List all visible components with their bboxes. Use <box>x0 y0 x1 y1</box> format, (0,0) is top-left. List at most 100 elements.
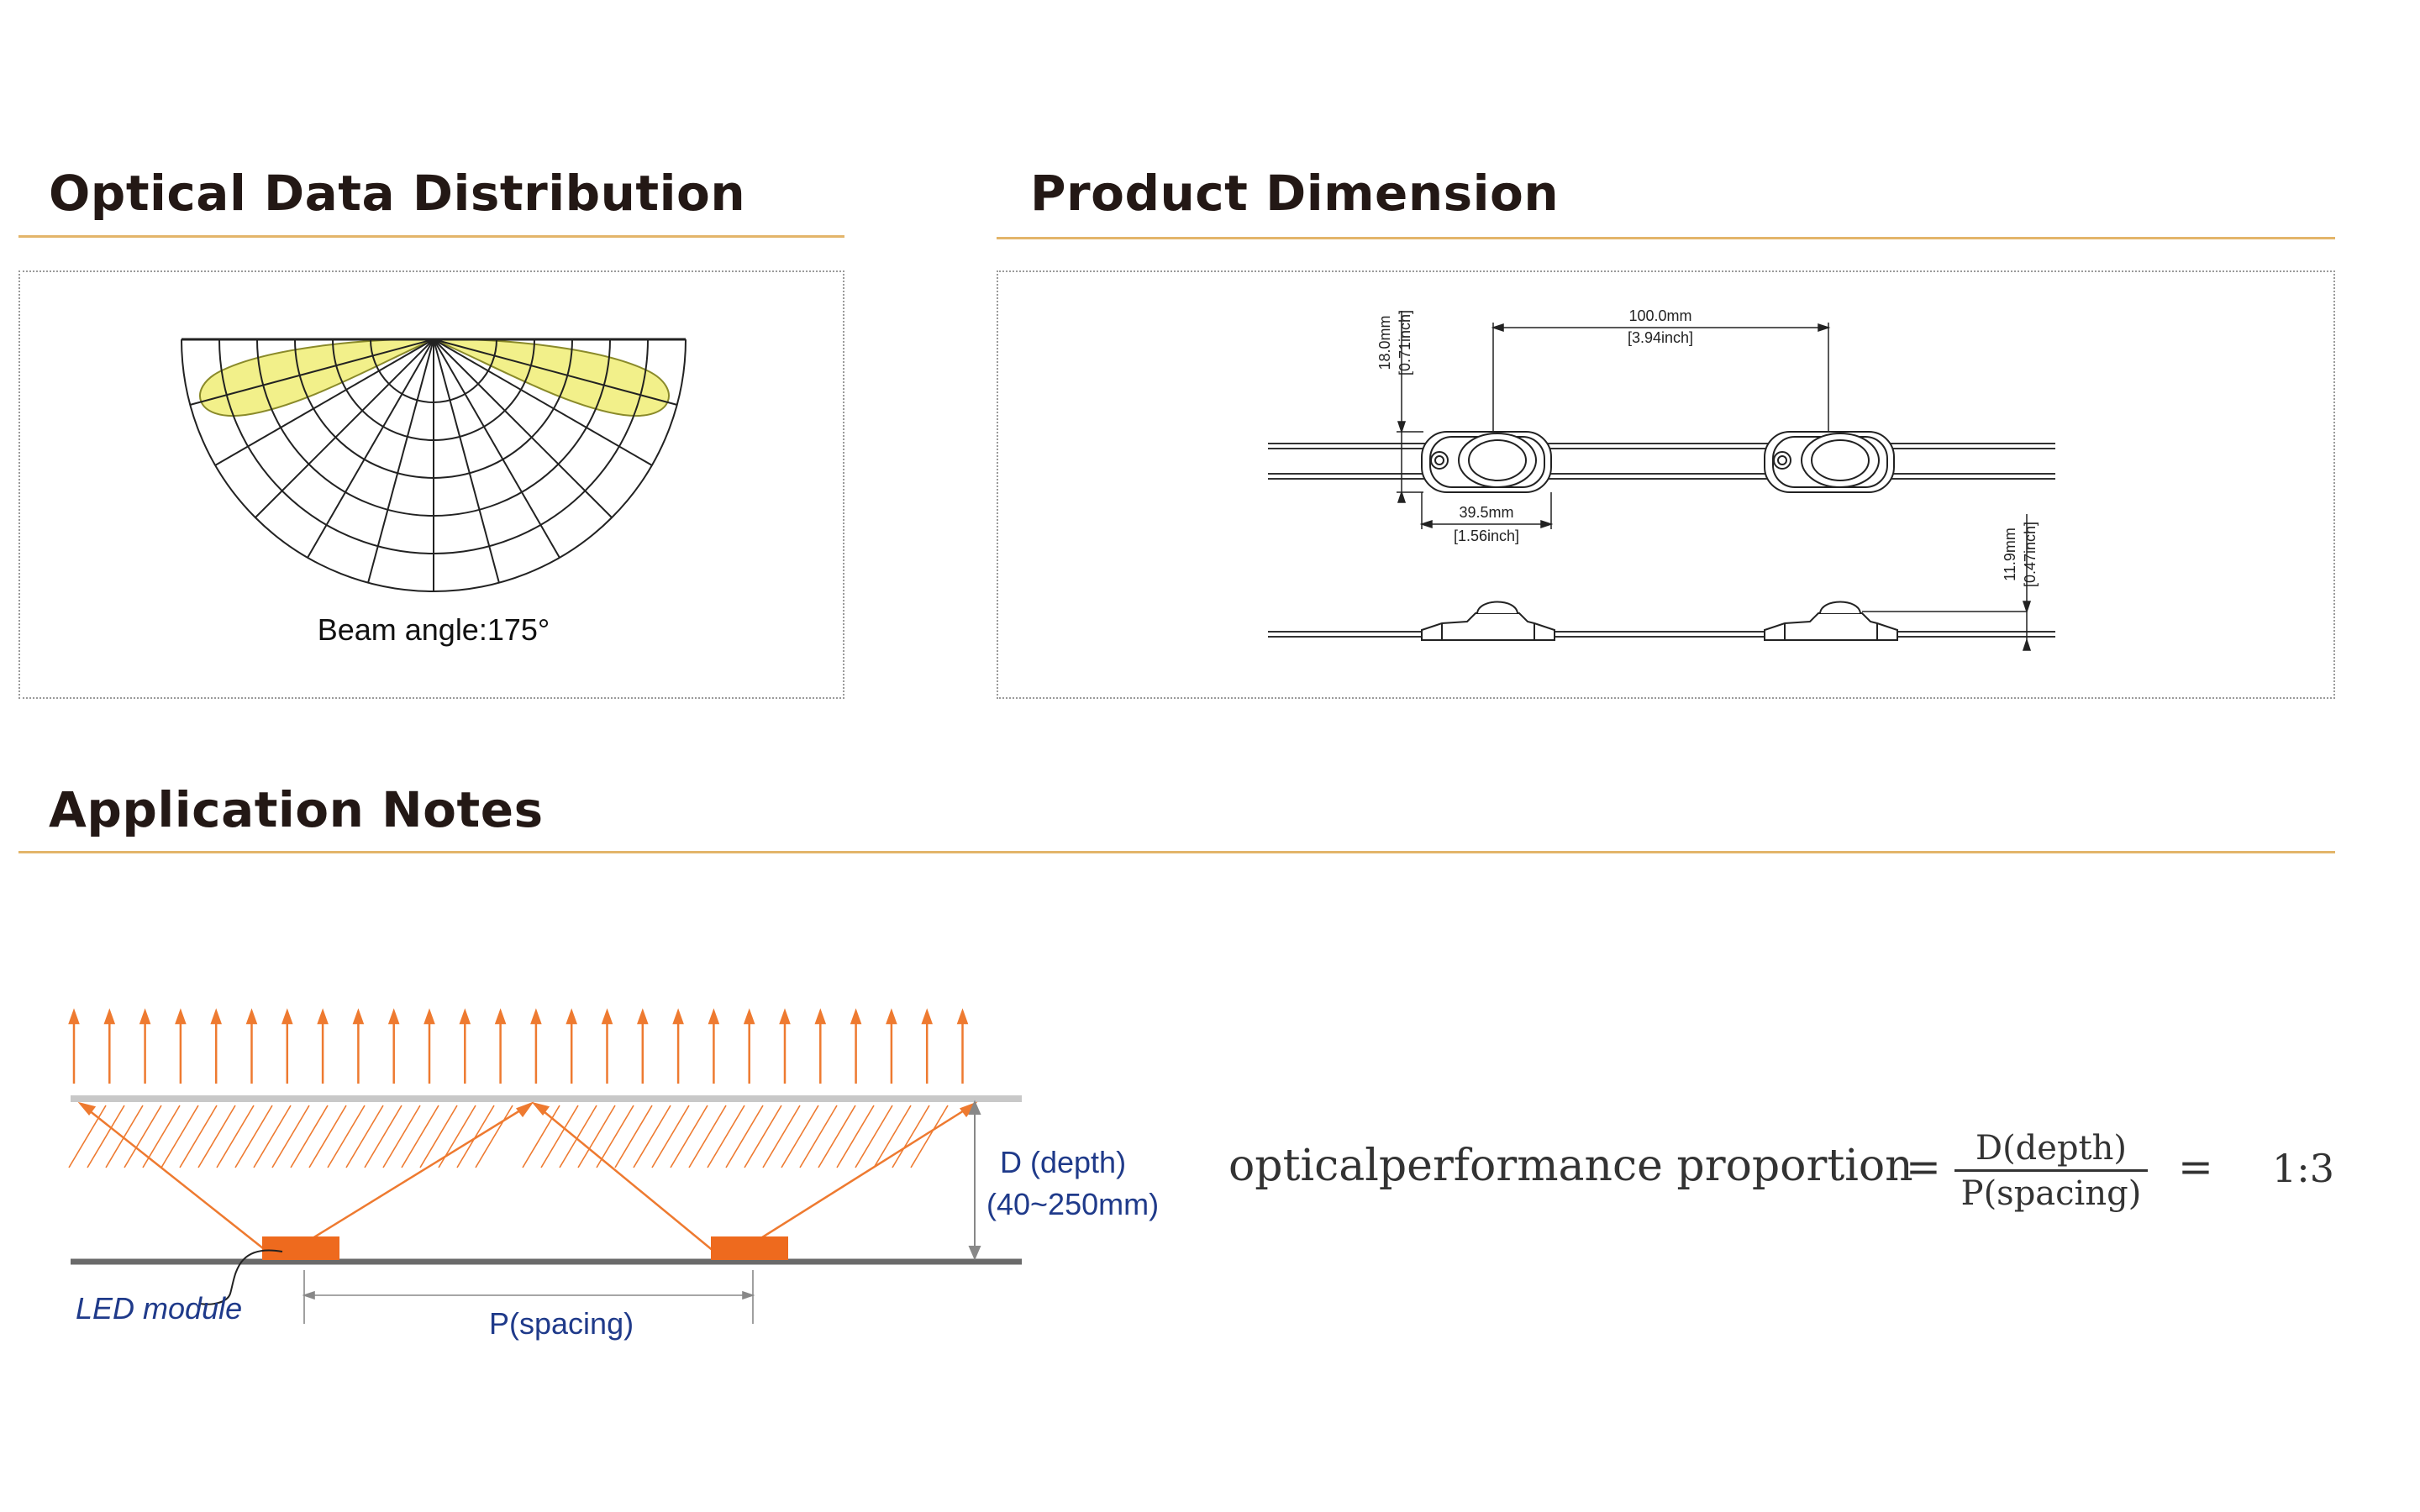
pitch-mm: 100.0mm <box>1628 307 1691 324</box>
light-arrow-head <box>210 1008 222 1025</box>
spacing-label: P(spacing) <box>489 1306 634 1341</box>
hatch-line <box>670 1105 708 1168</box>
height-dimension <box>1397 311 1423 503</box>
light-arrow-head <box>175 1008 187 1025</box>
thickness-dimension <box>1862 514 2032 651</box>
led-module-side-1 <box>1421 601 1555 641</box>
light-arrow-head <box>850 1008 862 1025</box>
polar-diagram: Beam angle:175° <box>181 338 687 647</box>
hatch-line <box>596 1105 634 1168</box>
thickness-mm: 11.9mm <box>2002 528 2018 581</box>
spacing-dimension-line <box>302 1270 755 1324</box>
hatch-line <box>799 1105 838 1168</box>
hatch-line <box>873 1105 912 1168</box>
light-arrow-head <box>779 1008 791 1025</box>
hatch-line <box>308 1105 347 1168</box>
light-arrow-head <box>387 1008 400 1025</box>
hatch-line <box>725 1105 764 1168</box>
wire-top-view <box>1268 443 2055 480</box>
led-module-side-2 <box>1764 601 1898 641</box>
hatch-line <box>522 1105 560 1168</box>
wire-side-view <box>1268 631 2055 638</box>
light-arrow-head <box>245 1008 258 1025</box>
led-module-block-2 <box>711 1236 788 1260</box>
light-arrow-head <box>956 1008 969 1025</box>
light-cone-hatching <box>68 1105 949 1168</box>
light-arrow-head <box>814 1008 827 1025</box>
hatch-line <box>124 1105 162 1168</box>
width-dimension <box>1419 492 1554 529</box>
formula-equals-1: = <box>1906 1142 1941 1191</box>
hatch-line <box>910 1105 949 1168</box>
hatch-line <box>345 1105 384 1168</box>
depth-label: D (depth) <box>1000 1145 1126 1179</box>
hatch-line <box>707 1105 745 1168</box>
hatch-line <box>651 1105 690 1168</box>
formula-ratio: 1:3 <box>2272 1146 2335 1191</box>
light-cone-2 <box>531 1101 978 1253</box>
polar-grid <box>181 338 687 592</box>
hatch-line <box>781 1105 819 1168</box>
light-arrow-head <box>68 1008 80 1025</box>
optical-panel <box>18 270 844 699</box>
formula-denominator: P(spacing) <box>1960 1174 2142 1213</box>
hatch-line <box>577 1105 616 1168</box>
emitted-light-arrows <box>68 1008 969 1084</box>
light-arrow-head <box>886 1008 897 1025</box>
light-arrow-head <box>637 1008 649 1025</box>
hatch-line <box>197 1105 236 1168</box>
depth-range-label: (40~250mm) <box>986 1187 1159 1221</box>
light-cone-1 <box>77 1101 534 1253</box>
light-arrow-head <box>424 1008 435 1025</box>
dimension-panel <box>997 270 2335 699</box>
hatch-line <box>688 1105 727 1168</box>
led-module-leader <box>199 1249 283 1305</box>
hatch-line <box>855 1105 893 1168</box>
depth-dimension-line <box>968 1100 981 1261</box>
hatch-line <box>327 1105 366 1168</box>
led-module-top-2 <box>1764 431 1895 493</box>
led-module-label: LED module <box>76 1291 242 1326</box>
light-arrow-head <box>317 1008 329 1025</box>
light-arrow-head <box>530 1008 542 1025</box>
light-arrow-head <box>921 1008 933 1025</box>
formula-fraction-bar <box>1954 1169 2148 1172</box>
hatch-line <box>179 1105 218 1168</box>
pitch-dimension <box>1491 323 1831 432</box>
width-inch: [1.56inch] <box>1454 528 1519 544</box>
hatch-line <box>87 1105 125 1168</box>
light-arrow-head <box>459 1008 471 1025</box>
application-title-rule <box>18 851 2335 853</box>
light-arrow-head <box>103 1008 116 1025</box>
hatch-line <box>382 1105 421 1168</box>
hatch-line <box>762 1105 801 1168</box>
formula-numerator: D(depth) <box>1975 1129 2127 1168</box>
hatch-line <box>836 1105 875 1168</box>
hatch-line <box>818 1105 856 1168</box>
thickness-inch: [0.47inch] <box>2022 522 2039 587</box>
formula-equals-2: = <box>2178 1142 2213 1191</box>
hatch-line <box>68 1105 107 1168</box>
hatch-line <box>253 1105 292 1168</box>
application-diagram: D (depth) (40~250mm) P(spacing) LED modu… <box>68 1008 1159 1341</box>
formula-text: opticalperformance proportion <box>1228 1141 1913 1191</box>
led-module-block-1 <box>262 1236 339 1260</box>
dimension-title-rule <box>997 237 2335 239</box>
hatch-line <box>401 1105 439 1168</box>
hatch-line <box>364 1105 402 1168</box>
hatch-line <box>105 1105 144 1168</box>
hatch-line <box>892 1105 930 1168</box>
application-section-title: Application Notes <box>49 781 544 838</box>
light-arrow-head <box>672 1008 684 1025</box>
hatch-line <box>142 1105 181 1168</box>
hatch-line <box>216 1105 255 1168</box>
hatch-line <box>438 1105 476 1168</box>
optical-section-title: Optical Data Distribution <box>49 165 746 222</box>
hatch-line <box>419 1105 458 1168</box>
dimension-section-title: Product Dimension <box>1030 165 1560 222</box>
light-arrow-head <box>708 1008 720 1025</box>
dimension-drawing: 100.0mm [3.94inch] 39.5mm [1.56inch] 18.… <box>1268 307 2055 651</box>
hatch-line <box>271 1105 310 1168</box>
optical-title-rule <box>18 235 844 238</box>
formula-fraction: D(depth) P(spacing) <box>1954 1129 2148 1212</box>
